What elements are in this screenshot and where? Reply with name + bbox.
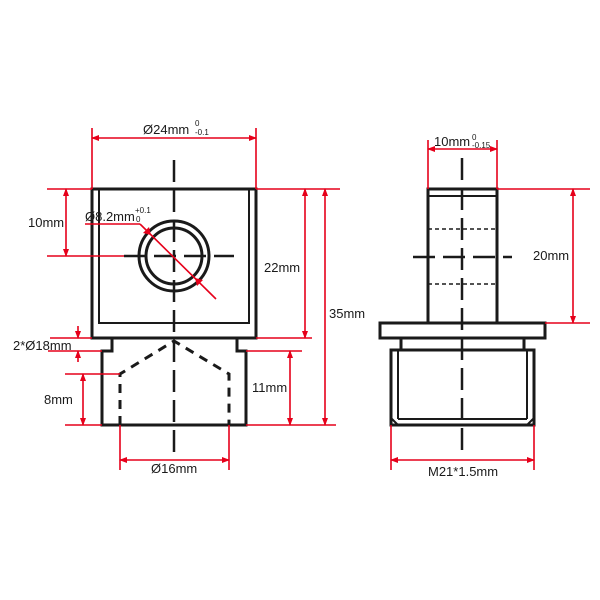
body-outline <box>90 187 258 340</box>
side-view-dimensions: 10mm 0 -0.15 20mm M21*1.5mm <box>390 133 590 479</box>
front-view <box>90 160 258 455</box>
lower-body-outline <box>100 338 248 427</box>
svg-text:0: 0 <box>136 215 141 224</box>
lower-height-label: 11mm <box>252 380 287 395</box>
bore-hidden-line <box>118 339 231 425</box>
stem-width-label: 10mm <box>434 134 470 149</box>
body-height-label: 22mm <box>264 260 300 275</box>
neck-diameter-label: 2*Ø18mm <box>13 338 72 353</box>
svg-text:0: 0 <box>195 119 200 128</box>
bore-diameter-label: Ø16mm <box>151 461 197 476</box>
thread-label: M21*1.5mm <box>428 464 498 479</box>
hole-diameter-label: Ø8.2mm <box>85 209 135 224</box>
bore-depth-label: 8mm <box>44 392 73 407</box>
svg-text:-0.15: -0.15 <box>472 141 491 150</box>
side-view <box>378 158 547 452</box>
front-view-dimensions: Ø24mm 0 -0.1 10mm Ø8.2mm +0.1 0 22mm 35m… <box>13 119 365 476</box>
stem-height-label: 20mm <box>533 248 569 263</box>
width-label: Ø24mm <box>143 122 189 137</box>
hole-offset-label: 10mm <box>28 215 64 230</box>
svg-text:-0.1: -0.1 <box>195 128 209 137</box>
svg-text:0: 0 <box>472 133 477 142</box>
total-height-label: 35mm <box>329 306 365 321</box>
svg-text:+0.1: +0.1 <box>135 206 151 215</box>
